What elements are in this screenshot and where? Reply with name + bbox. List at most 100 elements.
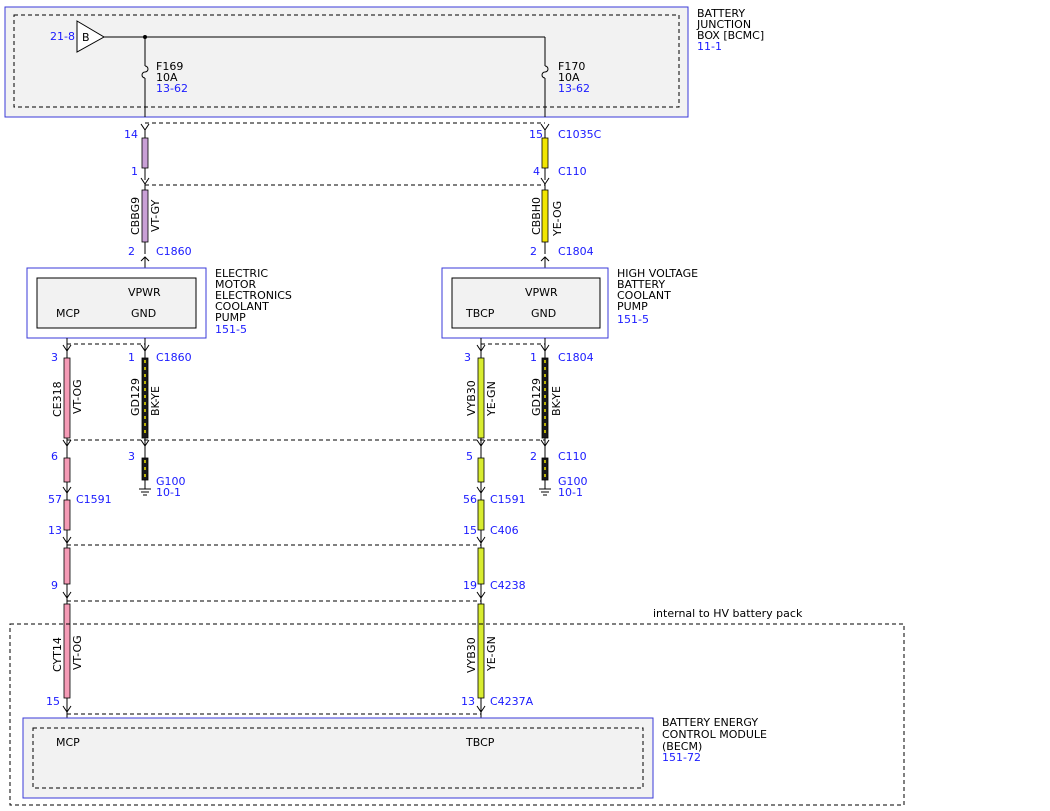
fuse-f170-ref: 13-62 [558,82,590,95]
pump2-gnd-label: GND [531,307,556,320]
fuse-f169-symbol [141,65,149,79]
battery-energy-control-module: MCP TBCP BATTERY ENERGY CONTROL MODULE (… [22,716,767,799]
bjb-title-2: JUNCTION [696,18,751,31]
wire-vt-og-segment [63,357,71,439]
becm-mcp-label: MCP [56,736,80,749]
pin-4: 4 [533,165,540,178]
becm-title: BATTERY ENERGY [662,716,758,729]
wire-color-bk-ye: BK-YE [550,386,563,416]
ground-g100-left: G100 10-1 [139,475,186,499]
pump1-title: PUMP [215,311,246,324]
wire-circuit-cbbg9: CBBG9 [129,197,142,235]
pump1-title: ELECTRIC [215,267,268,280]
ground-ref: 10-1 [156,486,181,499]
wire-ye-gn-segment [477,357,485,439]
pin-6: 6 [51,450,58,463]
connector-c4237a: C4237A [490,695,534,708]
connector-c1860: C1860 [156,245,192,258]
connector-c406: C406 [490,524,519,537]
wire-vt-gy-segment [141,189,149,243]
pin-3: 3 [128,450,135,463]
pin-13: 13 [48,524,62,537]
ground-g100-right: G100 10-1 [539,475,588,499]
high-voltage-battery-coolant-pump: VPWR TBCP GND HIGH VOLTAGE BATTERY COOLA… [441,267,698,339]
pin-57: 57 [48,493,62,506]
middle-wiring: 3 1 C1860 3 1 C1804 CE318 VT-OG GD129 BK… [51,338,594,489]
wire-ye-gn-segment [477,499,485,531]
fuse-f170-name: F170 [558,60,585,73]
wire-color-ye-gn: YE-GN [485,636,498,672]
wire-color-ye-gn: YE-GN [485,381,498,417]
pin-13: 13 [461,695,475,708]
pump1-title: MOTOR [215,278,257,291]
wire-ye-og-segment [541,137,549,169]
connector-c1591: C1591 [490,493,526,506]
pin-2: 2 [128,245,135,258]
battery-feed-triangle [76,20,106,53]
wire-color-ye-og: YE-OG [551,201,564,237]
ground-ref: 10-1 [558,486,583,499]
pump2-tbcp-label: TBCP [465,307,495,320]
pin-3: 3 [51,351,58,364]
wire-vt-og-segment [63,603,71,699]
pump1-title: ELECTRONICS [215,289,292,302]
connector-c1591: C1591 [76,493,112,506]
connector-c110: C110 [558,165,587,178]
pin-2: 2 [530,450,537,463]
wire-color-vt-gy: VT-GY [149,199,162,232]
electric-motor-electronics-coolant-pump: VPWR MCP GND ELECTRIC MOTOR ELECTRONICS … [26,267,292,339]
connector-c1804: C1804 [558,245,594,258]
battery-junction-box: 21-8 B F169 10A 13-62 F170 10A 13-62 BAT… [4,6,764,118]
pump1-gnd-label: GND [131,307,156,320]
pump2-ref: 151-5 [617,313,649,326]
wire-vt-og-segment [63,547,71,585]
ground-name: G100 [558,475,588,488]
pump1-ref: 151-5 [215,323,247,336]
becm-title: CONTROL MODULE [662,728,767,741]
wire-circuit-cbbh0: CBBH0 [530,197,543,235]
lower-wiring: 57 C1591 56 C1591 13 15 C406 9 19 C4238 … [46,482,534,728]
connector-c1860: C1860 [156,351,192,364]
pump1-title: COOLANT [215,300,269,313]
pin-15: 15 [463,524,477,537]
pump2-title: BATTERY [617,278,665,291]
connector-c110: C110 [558,450,587,463]
hv-battery-pack-boundary: internal to HV battery pack [9,607,905,806]
bjb-title-1: BATTERY [697,7,745,20]
wire-ye-gn-segment [477,457,485,483]
wire-color-vt-og: VT-OG [71,379,84,414]
wire-color-bk-ye: BK-YE [149,386,162,416]
becm-title: (BECM) [662,740,702,753]
bjb-ref: 11-1 [697,40,722,53]
pump2-title: PUMP [617,300,648,313]
pin-19: 19 [463,579,477,592]
pin-1: 1 [131,165,138,178]
wire-circuit-vyb30: VYB30 [465,637,478,673]
wire-vt-og-segment [63,499,71,531]
pin-1: 1 [128,351,135,364]
pump1-mcp-label: MCP [56,307,80,320]
pump2-title: COOLANT [617,289,671,302]
wire-ye-gn-segment [477,603,485,699]
becm-ref: 151-72 [662,751,701,764]
pin-14: 14 [124,128,138,141]
wire-circuit-gd129: GD129 [530,378,543,416]
connector-c4238: C4238 [490,579,526,592]
bjb-input-label: B [82,31,90,44]
bjb-input-ref: 21-8 [50,30,75,43]
ground-name: G100 [156,475,186,488]
fuse-f169-rating: 10A [156,71,178,84]
wire-vt-og-segment [63,457,71,483]
pin-56: 56 [463,493,477,506]
becm-tbcp-label: TBCP [465,736,495,749]
pin-1: 1 [530,351,537,364]
wire-ye-gn-segment [477,547,485,585]
wire-circuit-vyb30: VYB30 [465,380,478,416]
wire-vt-gy-segment [141,137,149,169]
fuse-f169-ref: 13-62 [156,82,188,95]
pin-5: 5 [466,450,473,463]
fuse-f170-symbol [541,65,549,79]
pump2-title: HIGH VOLTAGE [617,267,698,280]
top-wiring: 14 15 C1035C 1 4 C110 CBBG9 VT-GY CBBH0 … [124,122,602,278]
